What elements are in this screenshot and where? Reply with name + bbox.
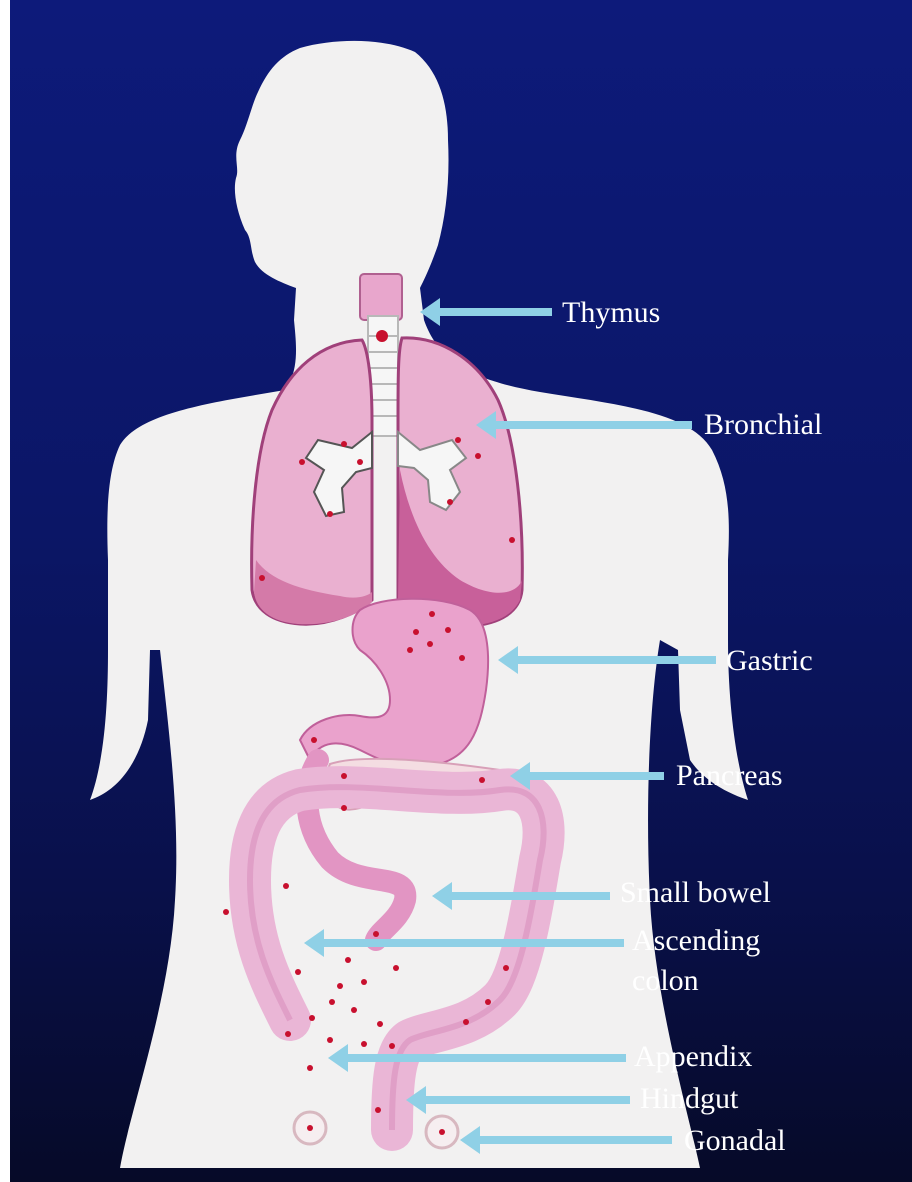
label-appendix: Appendix (634, 1040, 752, 1074)
label-thymus: Thymus (562, 296, 660, 330)
label-gonadal: Gonadal (684, 1124, 786, 1158)
arrow-thymus (420, 298, 552, 326)
label-pancreas: Pancreas (676, 759, 783, 793)
thymus-organ (360, 274, 402, 320)
label-ascending-colon-line1: Ascending (632, 924, 760, 958)
label-ascending-colon-line2: colon (632, 964, 699, 998)
label-hindgut: Hindgut (640, 1082, 738, 1116)
label-small-bowel: Small bowel (620, 876, 771, 910)
label-gastric: Gastric (726, 644, 813, 678)
label-bronchial: Bronchial (704, 408, 822, 442)
